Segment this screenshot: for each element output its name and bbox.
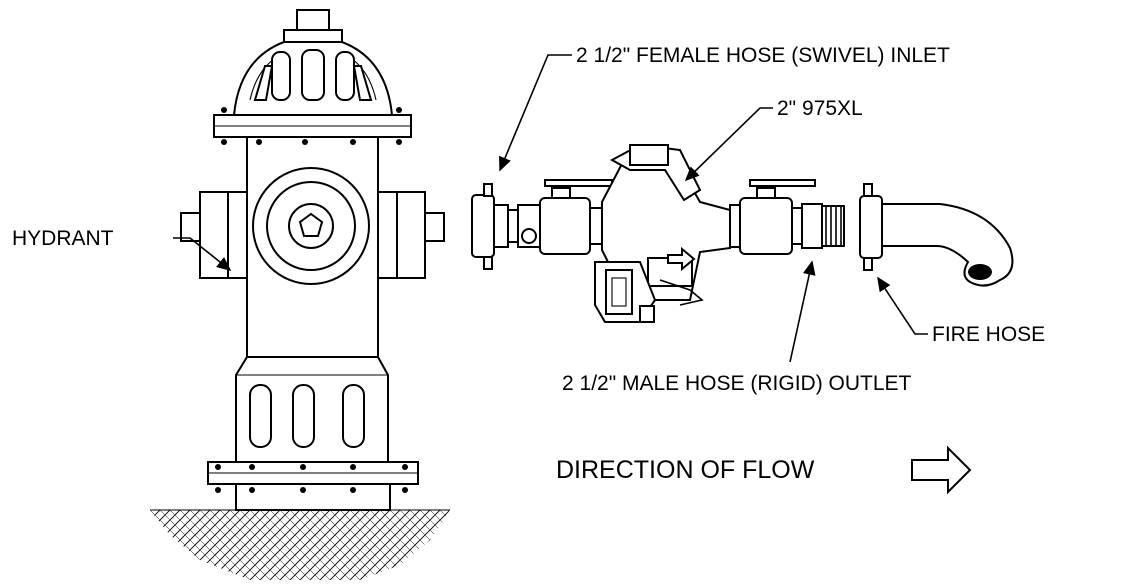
backflow-assembly [471,143,845,323]
leader-lines [173,54,928,363]
label-male-outlet: 2 1/2" MALE HOSE (RIGID) OUTLET [562,372,912,395]
fire-hose [859,183,1014,287]
ground [150,509,450,580]
fire-hydrant [180,9,445,511]
flow-arrow-icon [911,445,972,495]
label-fire-hose: FIRE HOSE [932,323,1045,346]
label-model: 2" 975XL [777,97,863,120]
label-direction-of-flow: DIRECTION OF FLOW [556,456,815,484]
label-female-inlet: 2 1/2" FEMALE HOSE (SWIVEL) INLET [576,44,950,67]
labels: 2 1/2" FEMALE HOSE (SWIVEL) INLET 2" 975… [12,44,1045,484]
label-hydrant: HYDRANT [12,227,114,250]
